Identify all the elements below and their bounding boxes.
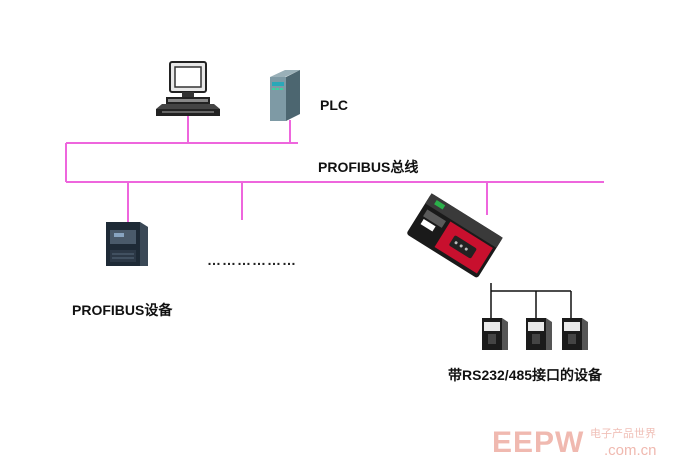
rs-device-icon: [482, 318, 508, 350]
bus-label: PROFIBUS总线: [318, 159, 419, 175]
plc-label: PLC: [320, 97, 348, 113]
rs-device-label: 带RS232/485接口的设备: [448, 367, 603, 383]
profibus-device-icon: [106, 222, 148, 266]
rs-device-icon: [562, 318, 588, 350]
rs-device-icon: [526, 318, 552, 350]
serial-lines: [490, 283, 572, 318]
watermark-domain: .com.cn: [604, 442, 657, 459]
profibus-device-label: PROFIBUS设备: [72, 302, 173, 318]
plc-icon: [270, 70, 300, 121]
gateway-icon: [407, 193, 503, 278]
bus-lines: [65, 113, 604, 225]
watermark-brand: EEPW: [492, 426, 585, 459]
computer-icon: [156, 61, 220, 116]
ellipsis-label: ………………: [207, 252, 297, 268]
watermark-chinese: 电子产品世界: [590, 427, 656, 440]
